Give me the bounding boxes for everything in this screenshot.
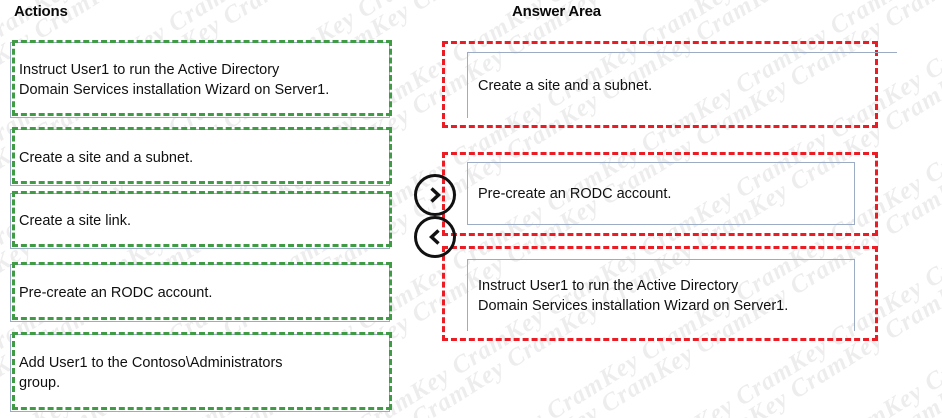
- action-item[interactable]: Pre-create an RODC account.: [10, 262, 392, 322]
- actions-column-header: Actions: [14, 3, 68, 20]
- chevron-right-icon: [425, 185, 445, 205]
- actions-list: Instruct User1 to run the Active Directo…: [0, 0, 400, 418]
- answer-area-header: Answer Area: [512, 3, 601, 20]
- action-item-label: Add User1 to the Contoso\Administrators …: [19, 355, 283, 391]
- answer-slot-box[interactable]: Instruct User1 to run the Active Directo…: [467, 259, 855, 331]
- answer-slot-box[interactable]: Pre-create an RODC account.: [467, 162, 855, 225]
- action-item[interactable]: Create a site link.: [10, 191, 392, 249]
- answer-slot[interactable]: Create a site and a subnet.: [442, 41, 897, 128]
- answer-slot[interactable]: Pre-create an RODC account.: [442, 152, 878, 236]
- action-item[interactable]: Instruct User1 to run the Active Directo…: [10, 40, 392, 118]
- action-item[interactable]: Add User1 to the Contoso\Administrators …: [10, 332, 392, 412]
- action-item-label: Create a site link.: [19, 213, 132, 229]
- action-item-label: Pre-create an RODC account.: [19, 285, 213, 301]
- action-item-label: Instruct User1 to run the Active Directo…: [19, 62, 330, 98]
- answer-slot[interactable]: Instruct User1 to run the Active Directo…: [442, 246, 878, 341]
- chevron-left-icon: [425, 227, 445, 247]
- action-item-label: Create a site and a subnet.: [19, 149, 194, 166]
- action-item[interactable]: Create a site and a subnet.: [10, 127, 392, 186]
- answer-slot-label: Pre-create an RODC account.: [478, 185, 672, 202]
- answer-slot-label: Instruct User1 to run the Active Directo…: [478, 277, 789, 314]
- move-left-button[interactable]: [414, 216, 456, 258]
- answer-slot-box[interactable]: Create a site and a subnet.: [467, 52, 897, 118]
- move-right-button[interactable]: [414, 174, 456, 216]
- answer-slot-label: Create a site and a subnet.: [478, 77, 653, 94]
